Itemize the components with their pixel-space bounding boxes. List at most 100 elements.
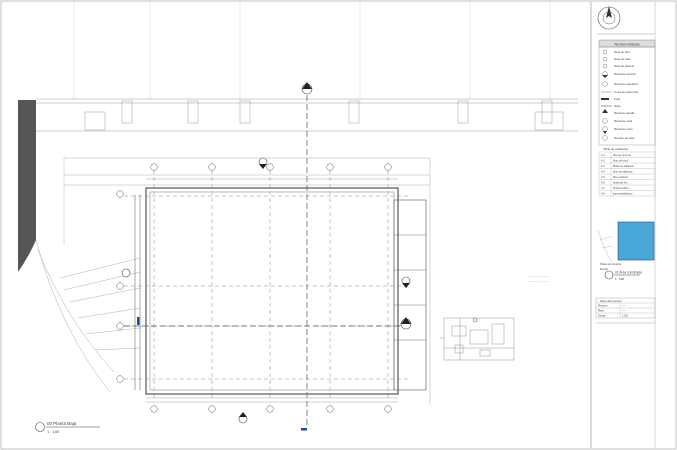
view-title-bubble: [35, 422, 45, 432]
elevation-marker-top: [258, 157, 268, 169]
svg-text:Muro de tablaroca: Muro de tablaroca: [613, 171, 633, 174]
table-row: Escala 1:100: [598, 315, 629, 318]
finishes-table: [598, 151, 656, 197]
plan-note-line-1: - - - - - - - - - - - -: [528, 274, 549, 278]
view-title: 00 Planta Baja 1 : 100: [35, 421, 100, 434]
svg-text:----: ----: [622, 310, 625, 313]
legend-row: Cota: [601, 97, 620, 101]
table-row: Proyecto ----: [598, 305, 625, 308]
legend-row: Marca de detalle: [602, 109, 635, 115]
svg-text:Escala: Escala: [598, 315, 606, 318]
dark-wall-element: [18, 100, 36, 272]
table-row: A-2 Muro de block: [601, 160, 629, 163]
title-block: Nomenclatura Nivel de piso Nivel de ciel…: [590, 2, 656, 448]
svg-text:Pintura vinílica: Pintura vinílica: [613, 187, 629, 190]
accent-marker-bottom: [301, 428, 307, 431]
svg-text:Impermeabilizante: Impermeabilizante: [613, 193, 633, 196]
svg-text:Piso de concreto: Piso de concreto: [613, 154, 631, 157]
legend-row: Marca de corte: [602, 126, 633, 134]
key-plan-area: [617, 221, 655, 261]
elevation-marker-right: [401, 276, 411, 288]
grid-bubbles-bottom: [150, 405, 392, 413]
elevation-marker-left: [121, 268, 131, 278]
svg-text:Norte: Norte: [614, 104, 621, 108]
top-reference-lines: [73, 0, 551, 100]
legend-row: Norte: [601, 104, 621, 108]
svg-text:Aplanado fino: Aplanado fino: [613, 182, 628, 185]
legend-row: Nombre de vista: [602, 135, 635, 141]
table-row: A-1 Piso de concreto: [601, 154, 631, 157]
legend-row: Línea de referencia: [601, 90, 639, 94]
finishes-header: Tabla de acabados: [603, 147, 629, 151]
svg-text:A-7: A-7: [601, 187, 605, 190]
svg-text:----: ----: [622, 305, 625, 308]
view-title-scale: 1 : 100: [47, 429, 60, 434]
table-row: A-3 Plafón de tablaroca: [601, 165, 634, 168]
legend-rows: Nivel de piso Nivel de cielo Nivel de pl…: [601, 49, 639, 141]
svg-text:Marca de corte: Marca de corte: [614, 127, 633, 131]
svg-text:Plano: Plano: [598, 310, 605, 313]
legend-header-text: Nomenclatura: [615, 42, 641, 47]
legend-row: Nivel de cielo: [602, 56, 631, 62]
svg-text:A-8: A-8: [601, 193, 605, 196]
svg-text:Plafón de tablaroca: Plafón de tablaroca: [613, 165, 634, 168]
grid-bubbles-left: [116, 190, 124, 383]
key-view-title-name: 01 Área construida: [615, 271, 642, 275]
svg-text:A-6: A-6: [601, 182, 605, 185]
svg-text:Línea de referencia: Línea de referencia: [614, 90, 639, 94]
table-row: A-7 Pintura vinílica: [601, 187, 629, 190]
svg-text:A-1: A-1: [601, 154, 605, 157]
svg-text:A-4: A-4: [601, 171, 605, 174]
svg-text:Nivel de cielo: Nivel de cielo: [614, 57, 631, 61]
finishes-rows: A-1 Piso de concreto A-2 Muro de block A-3…: [601, 154, 634, 196]
svg-text:Nivel de plafond: Nivel de plafond: [614, 64, 635, 68]
legend-box: [598, 46, 656, 146]
structural-grid: [124, 170, 410, 400]
key-plan: Planta de conjunto Escala: [597, 221, 655, 271]
table-row: A-5 Piso cerámico: [601, 176, 629, 179]
svg-text:A-3: A-3: [601, 165, 605, 168]
mechanical-detail: [440, 317, 515, 361]
project-info-header: Datos del proyecto: [600, 299, 622, 303]
accent-marker-left: [137, 317, 140, 325]
table-row: A-4 Muro de tablaroca: [601, 171, 633, 174]
table-row: A-8 Impermeabilizante: [601, 193, 633, 196]
svg-text:Muro de block: Muro de block: [613, 160, 629, 163]
view-title-name: 00 Planta Baja: [47, 421, 77, 426]
svg-text:1:100: 1:100: [622, 315, 629, 318]
building-walls: [134, 187, 427, 395]
plan-note: - - - - - - - - - - - - - - - - - - - - …: [528, 274, 549, 283]
grid-bubbles-top: [150, 163, 392, 171]
svg-text:Piso cerámico: Piso cerámico: [613, 176, 629, 179]
table-row: A-6 Aplanado fino: [601, 182, 628, 185]
legend-row: Marca de elevación: [602, 81, 639, 87]
key-view-title-scale: 1 : 500: [615, 277, 625, 281]
key-plan-label: Planta de conjunto: [600, 262, 622, 266]
svg-text:Marca de elevación: Marca de elevación: [614, 82, 639, 86]
section-marker-top: [301, 82, 313, 95]
svg-text:A-5: A-5: [601, 176, 605, 179]
elevation-marker-bottom: [238, 412, 248, 424]
table-row: Plano ----: [598, 310, 625, 313]
section-marker-right: [400, 317, 412, 330]
legend-row: Marca de vista: [602, 118, 633, 124]
svg-text:Marca de vista: Marca de vista: [614, 119, 633, 123]
legend-row: Marca de sección: [602, 71, 636, 78]
svg-text:A-2: A-2: [601, 160, 605, 163]
dimension-lines: [146, 178, 398, 403]
svg-text:Proyecto: Proyecto: [598, 305, 608, 308]
svg-text:Marca de detalle: Marca de detalle: [614, 111, 635, 115]
key-view-title: 01 Área construida 1 : 500: [604, 271, 642, 281]
project-info-rows: Proyecto ---- Plano ---- Escala 1:100: [598, 305, 629, 318]
key-plan-sublabel: Escala: [600, 267, 608, 271]
svg-text:Cota: Cota: [614, 97, 620, 101]
svg-text:Marca de sección: Marca de sección: [614, 72, 636, 76]
legend-row: Nivel de piso: [602, 49, 630, 55]
svg-text:Nivel de piso: Nivel de piso: [614, 50, 630, 54]
plan-note-line-2: - - - - - - - - - - - -: [528, 279, 549, 283]
mech-marker: [472, 317, 478, 323]
north-arrow-icon: [597, 6, 621, 30]
svg-text:Nombre de vista: Nombre de vista: [614, 136, 635, 140]
